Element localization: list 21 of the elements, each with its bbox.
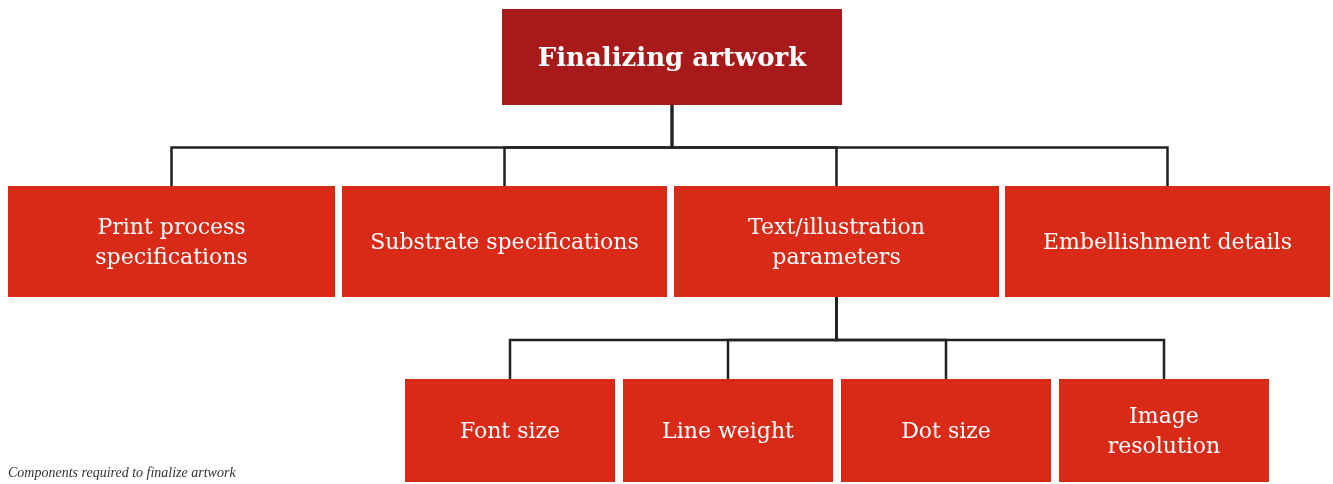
box-label: Finalizing artwork <box>537 40 807 74</box>
box-label: Dot size <box>901 416 991 445</box>
box-label: Line weight <box>662 416 794 445</box>
box-label: Substrate specifications <box>370 227 639 256</box>
connector-line <box>835 297 1166 379</box>
box-label: Font size <box>459 416 561 445</box>
category-box <box>1005 186 1330 297</box>
category-box <box>841 379 1051 482</box>
box-label: Text/illustration parameters <box>747 212 926 271</box>
category-box <box>1059 379 1269 482</box>
category-box <box>623 379 833 482</box>
box-label: Image resolution <box>1106 401 1222 460</box>
box-label: Print process specifications <box>94 212 249 271</box>
category-box <box>405 379 615 482</box>
box-label: Embellishment details <box>1043 227 1292 256</box>
caption: Components required to finalize artwork <box>8 464 236 482</box>
category-box <box>674 186 999 297</box>
category-box <box>342 186 667 297</box>
title-box <box>502 9 842 105</box>
category-box <box>8 186 335 297</box>
connector-line <box>670 105 1169 186</box>
